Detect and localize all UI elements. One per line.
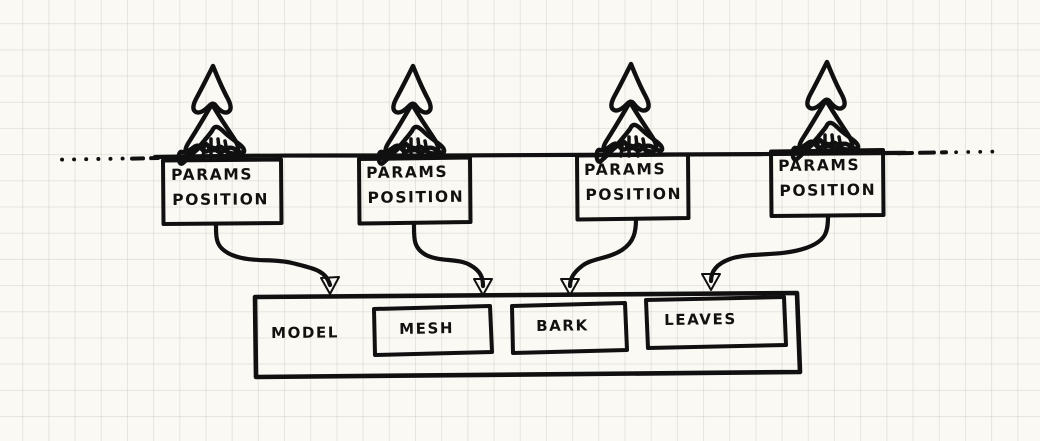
arrow-instance-4 bbox=[701, 213, 831, 291]
model-container[interactable] bbox=[252, 290, 803, 380]
params-label-line1: PARAMS bbox=[778, 155, 861, 175]
params-label-line2: POSITION bbox=[585, 184, 683, 204]
params-label-line1: PARAMS bbox=[584, 160, 667, 179]
arrow-instance-1 bbox=[213, 221, 340, 295]
resource-box-leaves[interactable] bbox=[644, 295, 788, 350]
model-label: MODEL bbox=[271, 323, 340, 342]
params-label-line1: PARAMS bbox=[366, 162, 449, 182]
params-box-3[interactable] bbox=[575, 152, 691, 222]
params-box-4[interactable] bbox=[769, 148, 886, 218]
resource-label-leaves: LEAVES bbox=[664, 309, 737, 329]
params-box-2-text: PARAMS POSITION bbox=[366, 160, 464, 211]
arrow-instance-3 bbox=[560, 216, 639, 296]
arrow-instance-2 bbox=[411, 220, 493, 296]
params-box-2[interactable] bbox=[357, 155, 473, 226]
params-label-line1: PARAMS bbox=[171, 165, 254, 184]
params-box-4-text: PARAMS POSITION bbox=[778, 153, 876, 204]
params-label-line2: POSITION bbox=[779, 180, 877, 200]
ground-line bbox=[60, 149, 1001, 162]
params-box-1-text: PARAMS POSITION bbox=[171, 162, 269, 213]
resource-label-mesh: MESH bbox=[399, 319, 455, 338]
resource-box-mesh[interactable] bbox=[372, 304, 494, 357]
pine-tree-icon bbox=[594, 61, 665, 164]
pine-tree-icon bbox=[376, 63, 447, 166]
resource-label-bark: BARK bbox=[536, 316, 589, 335]
params-box-3-text: PARAMS POSITION bbox=[584, 157, 682, 208]
params-label-line2: POSITION bbox=[367, 187, 465, 207]
pine-tree-icon bbox=[790, 59, 861, 162]
resource-box-bark[interactable] bbox=[510, 301, 629, 355]
params-label-line2: POSITION bbox=[172, 190, 270, 209]
pine-tree-icon bbox=[176, 63, 247, 166]
params-box-1[interactable] bbox=[161, 157, 284, 226]
